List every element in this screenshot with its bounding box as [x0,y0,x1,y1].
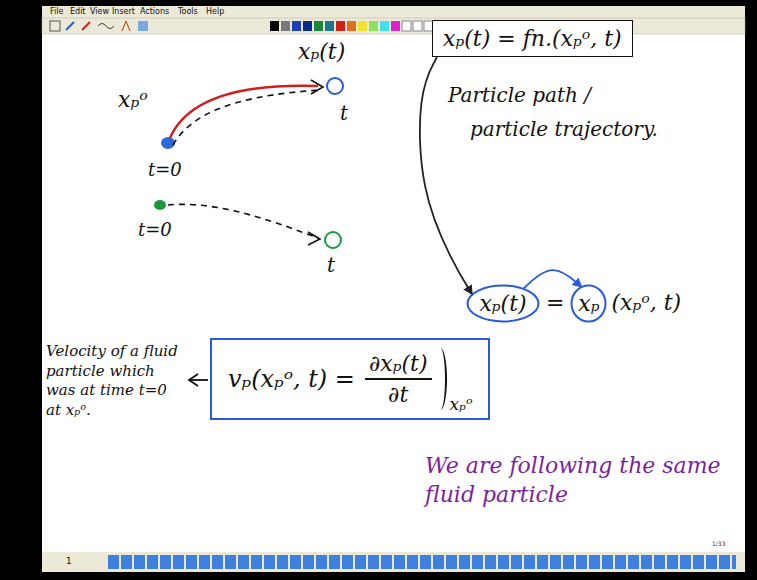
time-label: t [340,100,348,126]
color-swatch [336,21,345,31]
pen-icon [82,22,90,30]
color-swatch [347,21,356,31]
color-swatch [391,21,400,31]
particle-dot [161,137,175,149]
particle-circle [327,78,343,94]
dashed-path [168,204,318,238]
page-number: 1 [66,556,72,568]
toolbar [42,18,745,34]
toolbar-icons [50,21,444,31]
time-label: t [327,252,335,278]
app-window [42,6,745,572]
circled-term: xₚ [570,284,607,323]
fraction-bar [365,378,432,380]
connector-arrow [523,270,581,289]
dashed-path [173,90,320,145]
tool-icon [138,21,148,31]
particle-dot [154,200,166,210]
position-label: xₚ(t) [298,38,345,67]
color-swatch [358,21,367,31]
remark-text: We are following the same fluid particle [425,452,745,509]
arrow-head [311,80,323,94]
node-text: ∂t [388,382,408,407]
equation-box: xₚ(t) = fn.(xₚᵒ, t) [432,20,633,57]
circle-outline [468,286,539,322]
node-text: xₚ [578,291,599,316]
page-thumbnails [108,555,736,569]
lasso-icon [98,24,114,29]
circle-outline [572,286,606,322]
color-swatch [314,21,323,31]
fraction: ∂xₚ(t) ∂t [365,351,432,407]
page-count: 1/33 [712,540,725,548]
node-text: ∂xₚ(t) [365,351,432,376]
menu-item: Help [206,7,224,17]
color-swatch [325,21,334,31]
note-text: particle trajectory. [470,116,658,142]
function-arguments: (xₚᵒ, t) [611,289,681,318]
page-bar [42,552,745,572]
node-text: vₚ(xₚᵒ, t) = [228,365,355,393]
circled-term: xₚ(t) [466,284,540,323]
color-swatch [281,21,290,31]
tool-icon [50,21,60,31]
color-swatch [380,21,389,31]
color-swatch [270,21,279,31]
color-swatch [413,21,422,31]
menu-bar [42,6,745,18]
velocity-box: vₚ(xₚᵒ, t) = ∂xₚ(t) ∂t xₚᵒ [210,338,490,420]
color-swatch [303,21,312,31]
menu-item: Tools [178,7,198,17]
pen-icon [66,22,74,30]
node-text: xₚᵒ [450,394,473,414]
node-text: xₚ(t) = fn.(xₚᵒ, t) [443,26,622,51]
arrow-head [189,374,198,386]
node-text: xₚ(t) [479,291,526,316]
tool-icon [122,21,130,31]
menu-item: Edit [70,7,86,17]
particle-trajectory [170,86,318,138]
initial-position-label: xₚᵒ [118,86,148,115]
menu-item: View [90,7,109,17]
note-text: Particle path / [448,82,591,108]
evaluation-bracket [436,348,447,410]
menu-item: Actions [140,7,169,17]
velocity-note: Velocity of a fluid particle which was a… [46,342,184,420]
leader-line [190,379,208,381]
arrow-head [308,232,320,245]
color-swatch [292,21,301,31]
menu-item: Insert [112,7,135,17]
color-swatch [402,21,411,31]
particle-circle [325,232,341,248]
color-swatch [369,21,378,31]
time-label: t=0 [148,158,182,181]
time-label: t=0 [138,218,172,241]
equals-sign: = [546,289,564,318]
menu-item: File [50,7,63,17]
